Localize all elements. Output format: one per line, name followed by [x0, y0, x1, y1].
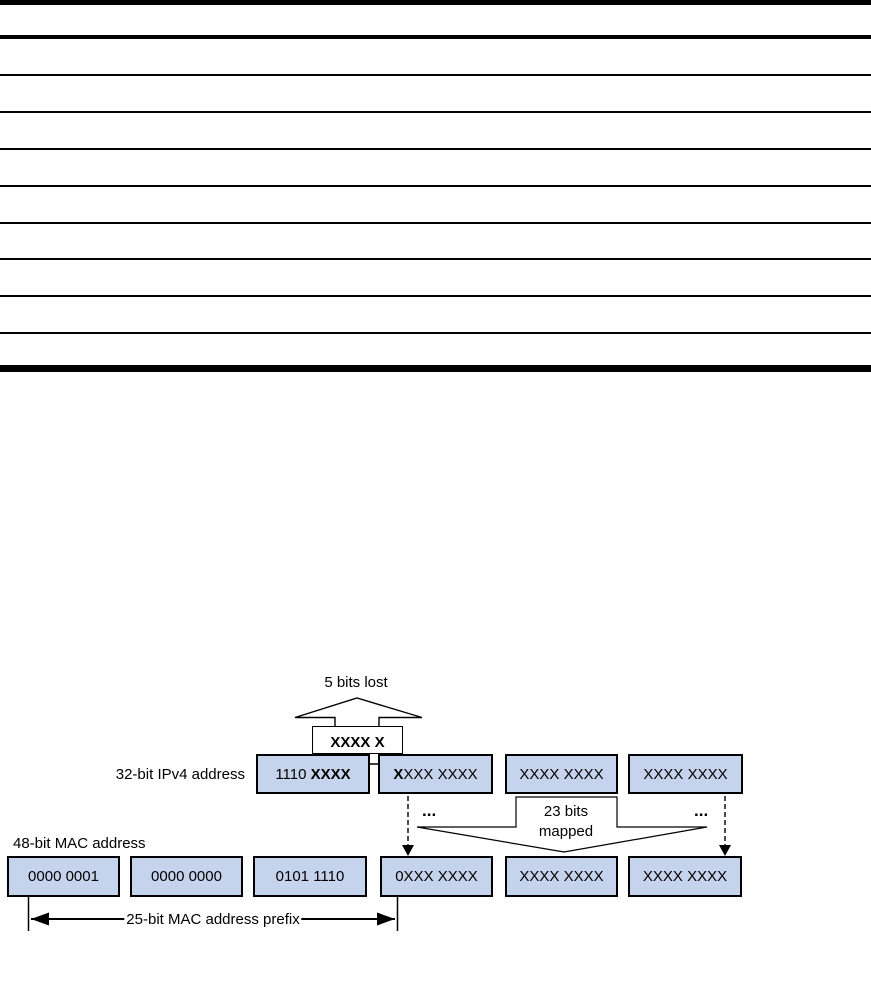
ipv4-octet-box-2: XXXX XXXX — [378, 754, 493, 794]
table-row-rule — [0, 332, 871, 334]
bits-mapped-label: 23 bits mapped — [501, 802, 631, 842]
prefix-label: 25-bit MAC address prefix — [124, 911, 302, 928]
octet-text: XXXX XXXX — [519, 868, 604, 885]
table-row-rule — [0, 258, 871, 260]
ipv4-octet-box-4: XXXX XXXX — [628, 754, 743, 794]
octet-text: XXXX XXXX — [643, 765, 728, 783]
octet-text: 0000 0000 — [151, 868, 222, 885]
ipv4-octet-box-1: 1110 XXXX — [256, 754, 370, 794]
bits-mapped-line1: 23 bits — [543, 803, 589, 820]
lost-bits-box-text: XXXX X — [330, 734, 385, 751]
ipv4-octet-box-3: XXXX XXXX — [505, 754, 618, 794]
table-row-rule — [0, 148, 871, 150]
octet-text: XXXX XXXX — [393, 765, 478, 783]
lost-bits-box: XXXX X — [312, 726, 403, 754]
mac-octet-box-6: XXXX XXXX — [628, 856, 742, 897]
mac-octet-box-5: XXXX XXXX — [505, 856, 618, 897]
ellipsis-left: ... — [422, 801, 437, 820]
prefix-arrowhead-right — [377, 912, 395, 926]
mac-octet-box-3: 0101 1110 — [253, 856, 367, 897]
mac-octet-box-2: 0000 0000 — [130, 856, 243, 897]
bits-mapped-line2: mapped — [538, 823, 594, 840]
prefix-arrowhead-left — [31, 912, 49, 926]
octet-text: XXXX XXXX — [642, 868, 728, 885]
table-row-rule — [0, 222, 871, 224]
octet-text: 1110 XXXX — [275, 765, 351, 783]
table-row-rule — [0, 74, 871, 76]
table-top-border — [0, 0, 871, 5]
bits-lost-up-arrow-shape — [294, 697, 423, 727]
octet-text: XXXX XXXX — [519, 765, 604, 783]
table-header-rule — [0, 35, 871, 39]
dashed-arrow-right-head — [719, 845, 731, 856]
octet-text: 0000 0001 — [28, 868, 99, 885]
ipv4-address-label: 32-bit IPv4 address — [115, 766, 245, 783]
bits-lost-label: 5 bits lost — [324, 674, 388, 691]
table-bottom-border — [0, 365, 871, 372]
table-row-rule — [0, 185, 871, 187]
dashed-arrow-left-head — [402, 845, 414, 856]
mac-octet-box-4: 0XXX XXXX — [380, 856, 493, 897]
ellipsis-right: ... — [694, 801, 709, 820]
octet-text: 0101 1110 — [275, 868, 345, 885]
table-row-rule — [0, 295, 871, 297]
mac-octet-box-1: 0000 0001 — [7, 856, 120, 897]
octet-text: 0XXX XXXX — [395, 868, 478, 885]
mac-address-label: 48-bit MAC address — [13, 835, 146, 852]
table-row-rule — [0, 111, 871, 113]
